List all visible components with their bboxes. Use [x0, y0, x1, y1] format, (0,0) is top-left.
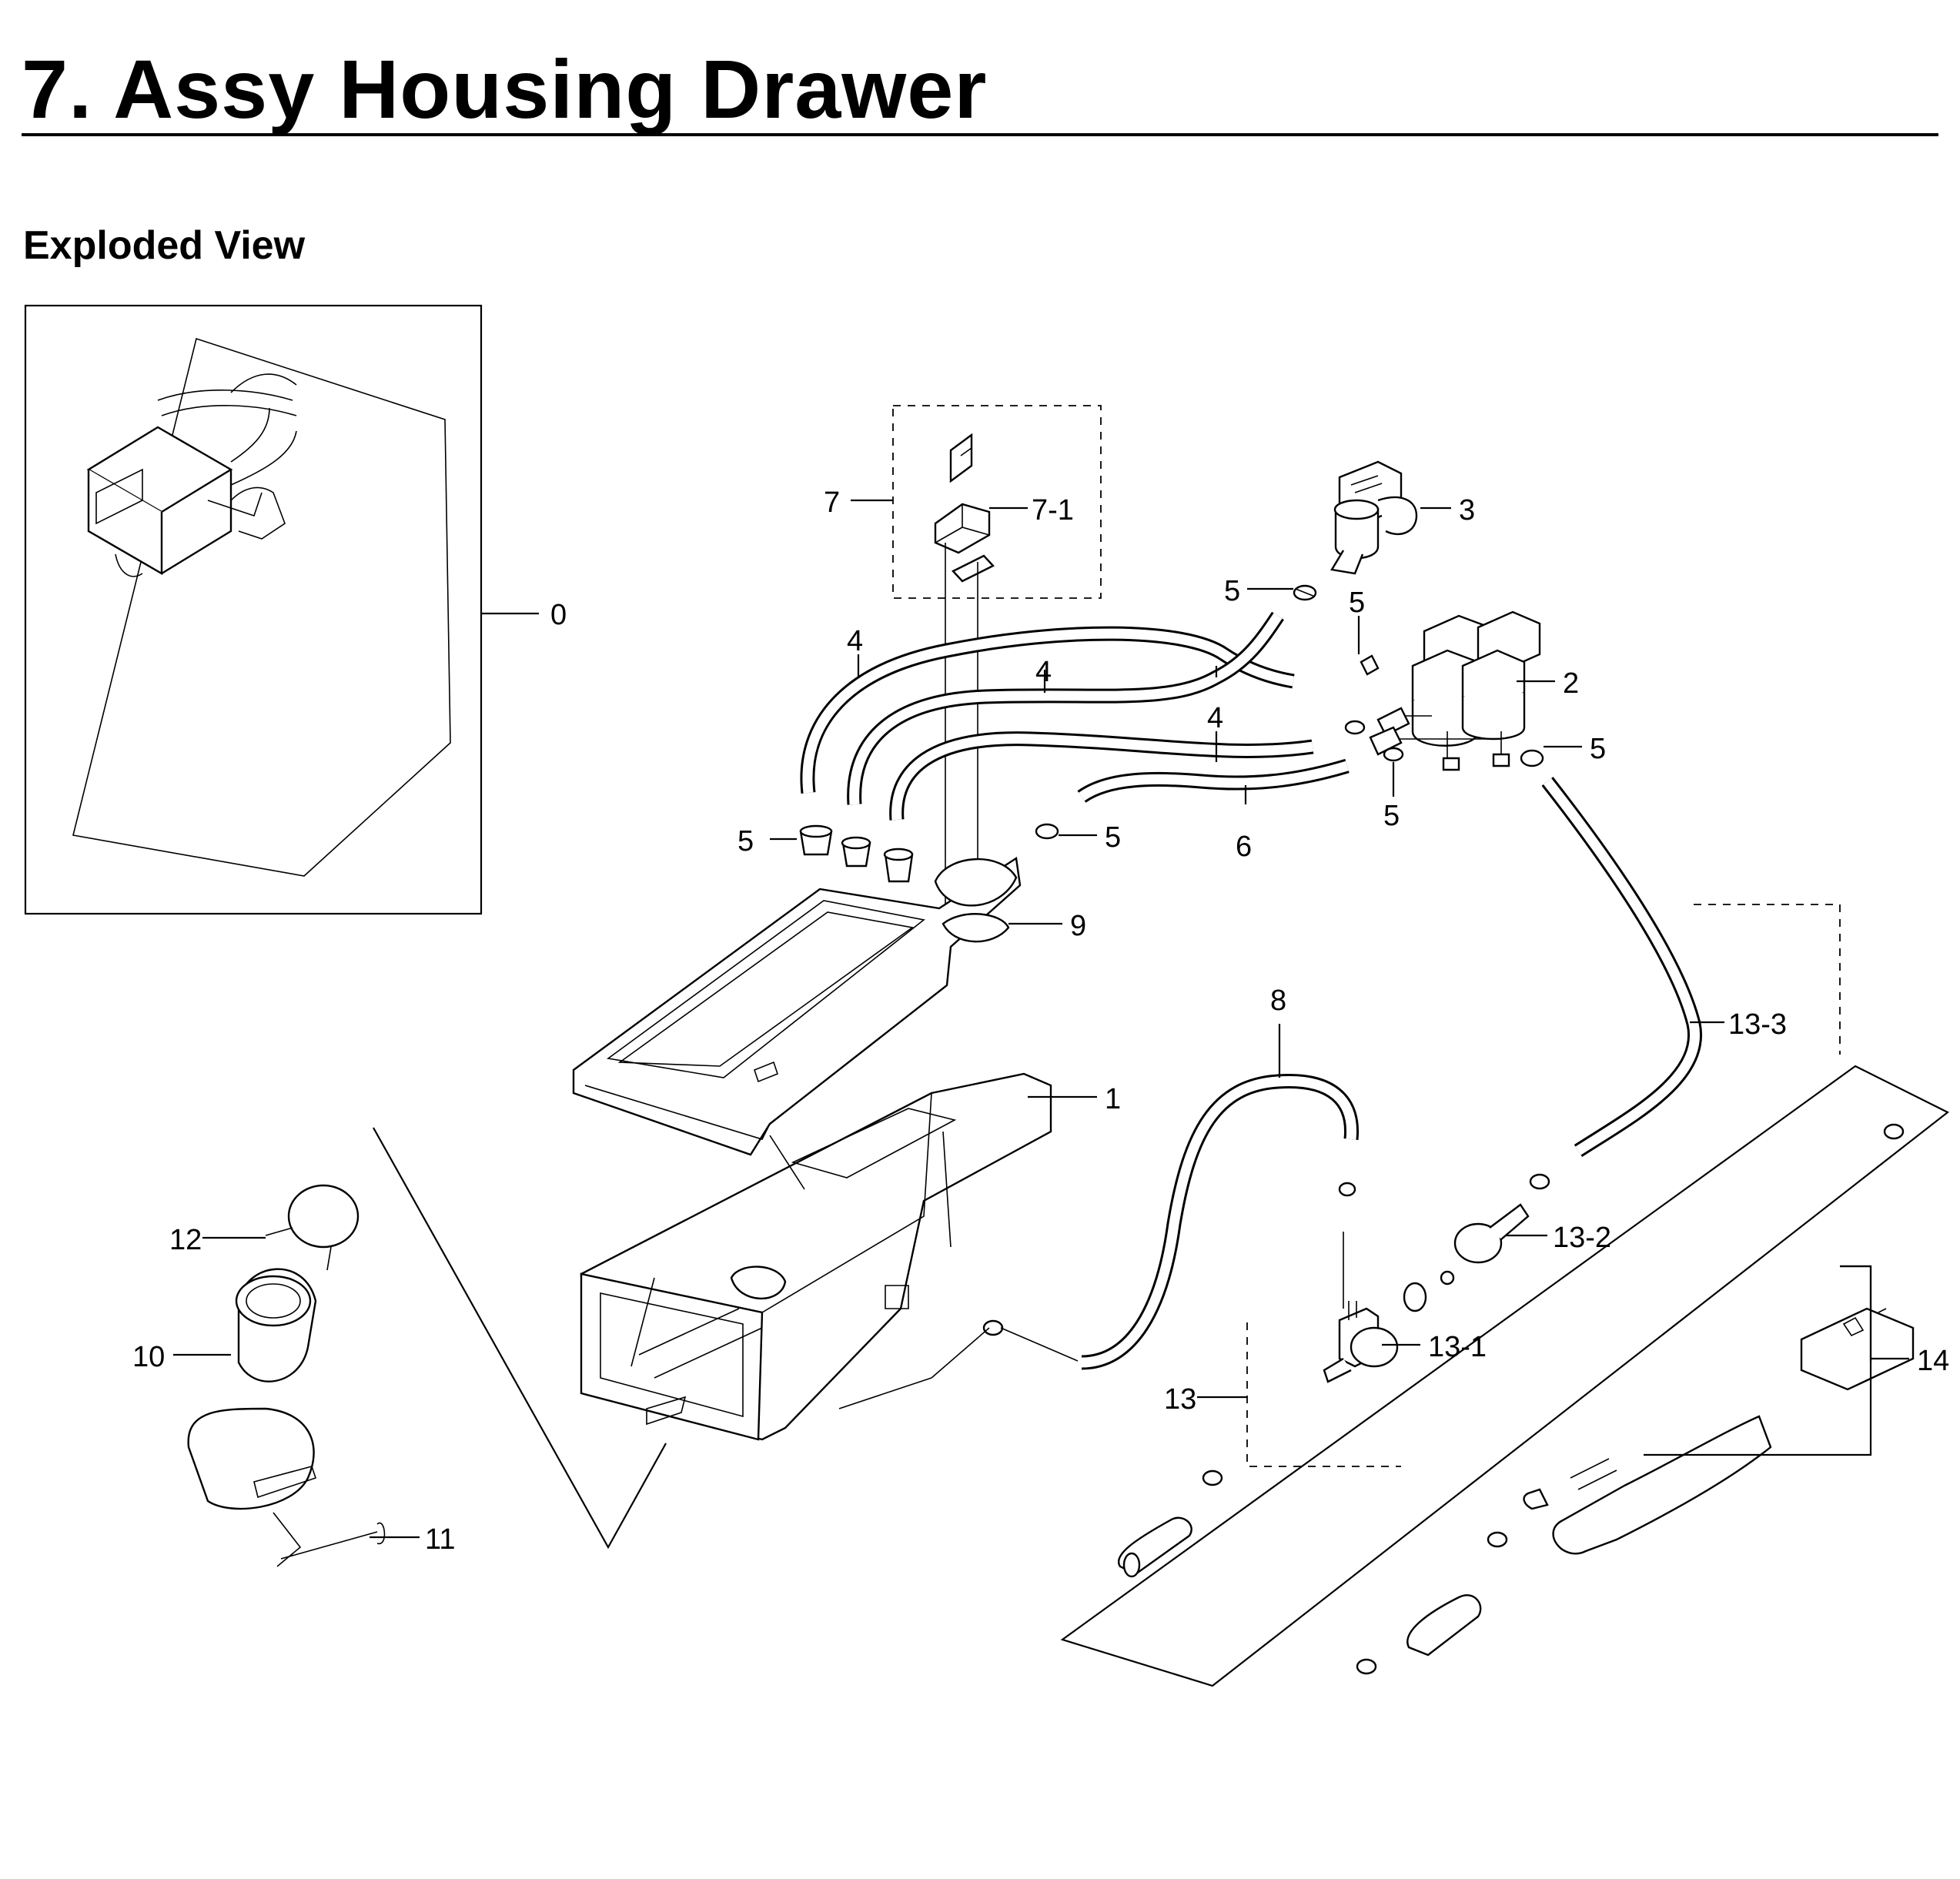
callout-5c: 5	[1590, 733, 1606, 765]
callout-6: 6	[1236, 831, 1252, 863]
hose-6	[1077, 758, 1350, 803]
callout-9: 9	[1070, 910, 1086, 942]
callout-4a: 4	[847, 625, 863, 657]
valve-3	[1330, 460, 1418, 575]
callout-13: 13	[1164, 1383, 1196, 1416]
bottom-kit-parts	[1118, 1307, 1915, 1657]
callout-13-2: 13-2	[1553, 1222, 1611, 1254]
valve-13-2	[1403, 1203, 1530, 1312]
callout-5d: 5	[1383, 800, 1400, 832]
valve-13-1	[1323, 1232, 1399, 1383]
title-underline	[22, 133, 1938, 136]
section-subtitle: Exploded View	[23, 223, 306, 268]
callout-8: 8	[1270, 985, 1286, 1017]
callout-5e: 5	[1105, 821, 1121, 854]
hose-8	[1081, 1073, 1360, 1370]
callout-10: 10	[132, 1341, 165, 1373]
group-box-13-left	[1246, 1322, 1401, 1467]
drawer-housing-1	[580, 1072, 1052, 1441]
callout-5b: 5	[1349, 587, 1365, 619]
callout-4c: 4	[1207, 702, 1223, 734]
group-box-13-right	[1694, 904, 1841, 1055]
callout-11: 11	[425, 1523, 455, 1556]
callout-5f: 5	[738, 825, 754, 858]
hose-4-middle	[847, 611, 1284, 805]
callout-13-3: 13-3	[1728, 1008, 1787, 1041]
callout-labels: 0 1 2 3 4 4 4 5 5 5 5 5 5 6 7 7-1 8 9 10…	[132, 486, 1949, 1556]
callout-14: 14	[1917, 1345, 1949, 1377]
clamp-icons	[799, 584, 1905, 1675]
group-box-7	[892, 405, 1102, 599]
callout-5a: 5	[1224, 575, 1240, 607]
detail-parts	[187, 1184, 386, 1567]
callout-13-1: 13-1	[1428, 1331, 1487, 1363]
part-7-bracket	[934, 433, 995, 916]
callout-3: 3	[1459, 494, 1475, 527]
hose-4-lower	[889, 731, 1314, 821]
callout-4b: 4	[1035, 656, 1052, 688]
callout-7: 7	[824, 486, 840, 519]
detail-pointer-lines	[373, 1127, 667, 1550]
bottom-kit-outline	[1060, 1065, 1950, 1687]
callout-0: 0	[550, 599, 567, 631]
assembly-overview-inset	[24, 304, 483, 915]
hose-13-3	[1541, 777, 1703, 1157]
page-title: 7. Assy Housing Drawer	[22, 42, 988, 135]
callout-2: 2	[1563, 667, 1579, 700]
callout-1: 1	[1105, 1083, 1121, 1115]
callout-12: 12	[169, 1224, 202, 1256]
leader-lines	[173, 499, 1909, 1539]
valve-2	[1369, 610, 1541, 771]
drawer-cover-9	[572, 856, 1022, 1156]
callout-7-1: 7-1	[1032, 494, 1074, 527]
